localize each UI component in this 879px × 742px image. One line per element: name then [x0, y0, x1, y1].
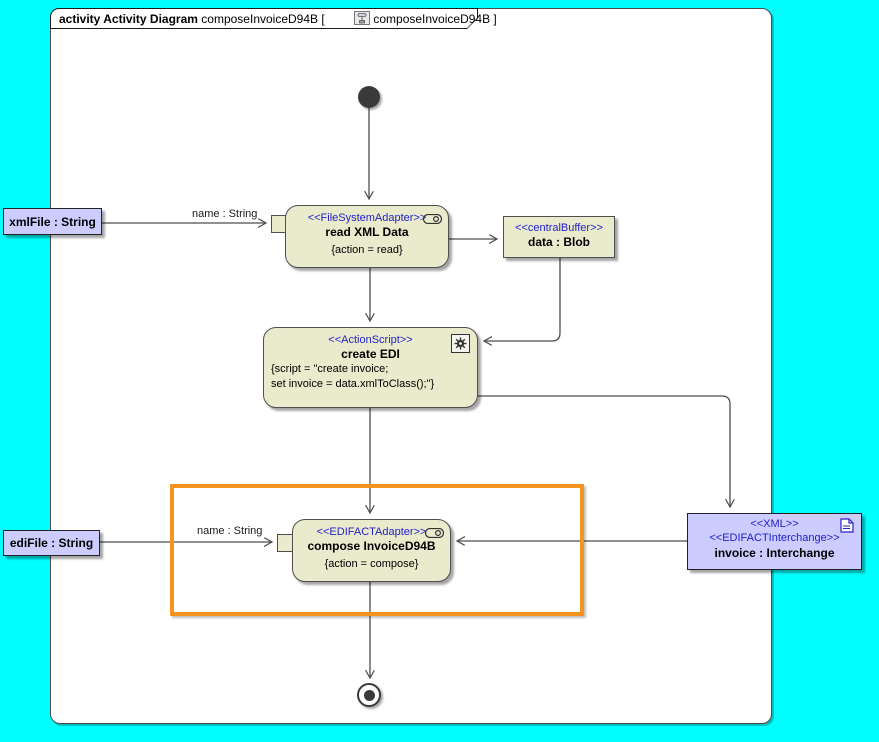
gear-icon: [451, 334, 470, 353]
activity-diagram-icon: [328, 0, 371, 42]
read-xml-stereotype: <<FileSystemAdapter>>: [307, 212, 427, 224]
diagram-name: composeInvoiceD94B ]: [373, 11, 497, 26]
buffer-name: data : Blob: [528, 235, 590, 249]
compose-name: compose InvoiceD94B: [307, 539, 436, 553]
diagram-kind-label: activity Activity Diagram: [59, 11, 198, 26]
create-edi-script-line1: {script = "create invoice;: [271, 363, 389, 375]
call-behavior-icon: [424, 525, 445, 543]
action-read-xml-data[interactable]: <<FileSystemAdapter>> read XML Data {act…: [285, 205, 449, 268]
invoice-stereotype-edifact: <<EDIFACTInterchange>>: [709, 532, 840, 544]
diagram-header-tab[interactable]: activity Activity Diagram composeInvoice…: [50, 8, 497, 29]
activity-parameter-edifile[interactable]: ediFile : String: [3, 530, 100, 556]
read-pin-label[interactable]: name : String: [192, 208, 258, 220]
central-buffer-data-blob[interactable]: <<centralBuffer>> data : Blob: [503, 216, 615, 258]
invoice-name: invoice : Interchange: [714, 546, 835, 560]
tab-fill: [51, 9, 477, 28]
parameter-label: xmlFile : String: [9, 214, 96, 229]
initial-node[interactable]: [358, 86, 380, 108]
document-icon: [840, 518, 854, 538]
action-compose-invoiced94b[interactable]: <<EDIFACTAdapter>> compose InvoiceD94B {…: [292, 519, 451, 582]
compose-pin-label[interactable]: name : String: [197, 525, 263, 537]
invoice-stereotype-xml: <<XML>>: [750, 518, 799, 530]
buffer-stereotype: <<centralBuffer>>: [515, 222, 603, 234]
activity-final-node[interactable]: [357, 683, 381, 707]
parameter-label: ediFile : String: [9, 536, 94, 550]
create-edi-script-line2: set invoice = data.xmlToClass();"}: [271, 378, 435, 390]
compose-stereotype: <<EDIFACTAdapter>>: [316, 526, 427, 538]
compose-constraint: {action = compose}: [324, 558, 419, 570]
read-xml-constraint: {action = read}: [331, 244, 403, 256]
selection-highlight-rectangle: [170, 484, 584, 616]
create-edi-stereotype: <<ActionScript>>: [328, 334, 413, 346]
final-node-dot: [363, 689, 375, 701]
diagram-title: activity Activity Diagram composeInvoice…: [50, 8, 497, 29]
create-edi-name: create EDI: [341, 347, 400, 361]
read-xml-name: read XML Data: [325, 225, 409, 239]
diagram-context-name: composeInvoiceD94B [: [197, 11, 325, 26]
action-create-edi[interactable]: <<ActionScript>> create EDI {script = "c…: [263, 327, 478, 408]
input-pin-compose[interactable]: [277, 534, 293, 552]
call-behavior-icon: [422, 211, 443, 229]
activity-parameter-xmlfile[interactable]: xmlFile : String: [3, 208, 102, 235]
object-node-invoice-interchange[interactable]: <<XML>> <<EDIFACTInterchange>> invoice :…: [687, 513, 862, 570]
